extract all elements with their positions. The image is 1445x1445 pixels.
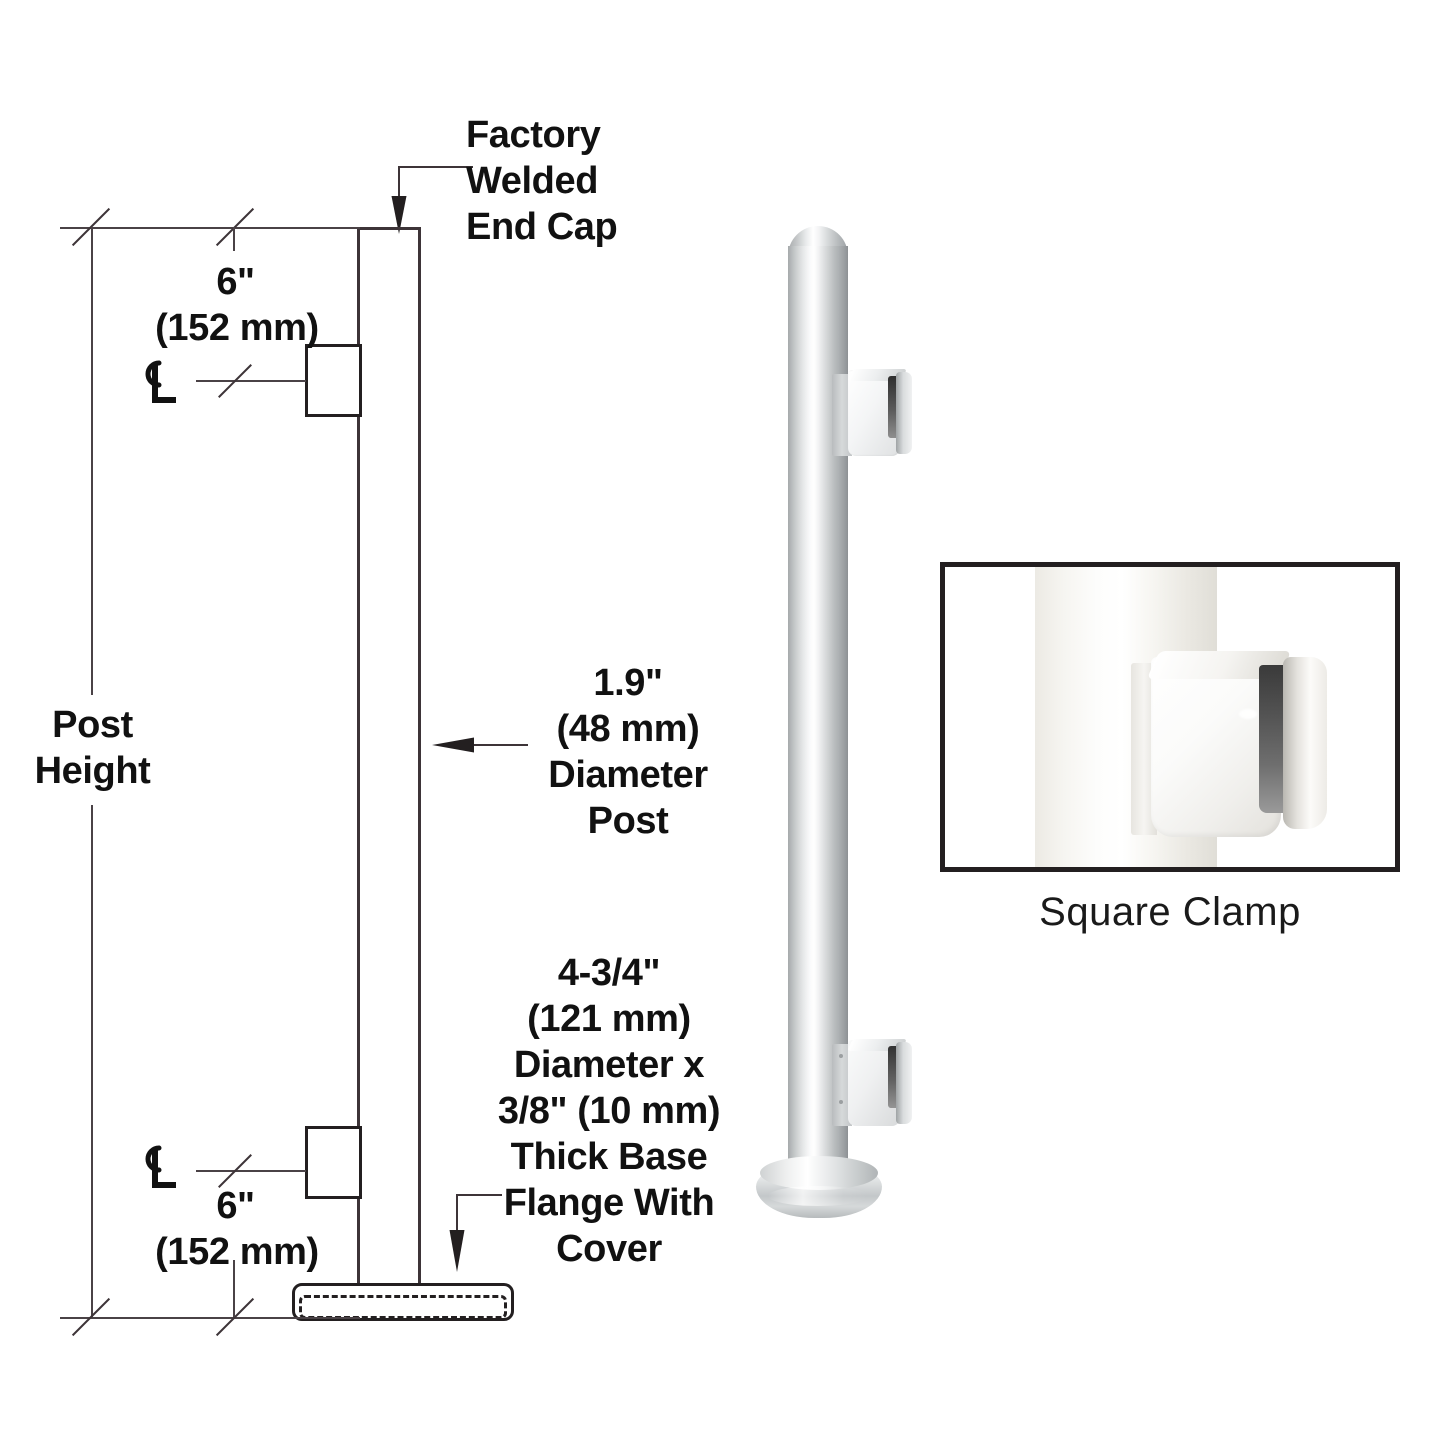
base-plate-hidden-lines <box>299 1295 507 1319</box>
lower-clamp-3d <box>832 1038 918 1130</box>
post-elevation-body <box>357 227 421 1317</box>
arrow-down-icon <box>391 196 407 234</box>
base-flange-callout-label: 4-3/4" (121 mm) Diameter x 3/8" (10 mm) … <box>497 952 721 1270</box>
upper-clamp-jaw <box>896 372 912 454</box>
arrow-left-icon <box>432 737 474 753</box>
bottom-dimension-value: 6" <box>216 1185 255 1227</box>
post-height-label: Post Height <box>34 704 151 792</box>
lower-clamp-elevation <box>305 1126 362 1199</box>
inset-clamp <box>1131 645 1333 847</box>
upper-clamp-elevation <box>305 344 362 417</box>
post-diameter-callout-label: 1.9" (48 mm) Diameter Post <box>548 662 708 842</box>
base-flange-elevation <box>292 1283 514 1321</box>
end-cap-callout-label: Factory Welded End Cap <box>466 114 618 248</box>
bottom-dimension-metric: (152 mm) <box>155 1231 319 1273</box>
base-flange-rim <box>760 1156 878 1190</box>
elevation-drawing: Factory Welded End Cap 6" (152 mm) <box>34 114 721 1337</box>
inset-photo-frame <box>940 562 1400 872</box>
base-flange-highlight <box>768 1186 868 1206</box>
top-dimension-metric: (152 mm) <box>155 307 319 349</box>
inset-clamp-jaw <box>1283 657 1327 829</box>
upper-clamp-saddle <box>832 374 852 456</box>
lower-clamp-jaw <box>896 1042 912 1124</box>
centerline-symbol-bottom <box>145 1145 176 1188</box>
base-flange-3d <box>756 1154 882 1226</box>
top-dimension-value: 6" <box>216 261 255 303</box>
inset-clamp-highlight <box>1239 709 1257 719</box>
upper-clamp-3d <box>832 368 918 460</box>
lower-clamp-saddle <box>832 1044 852 1126</box>
lower-clamp-screw-top <box>839 1054 843 1058</box>
inset-caption: Square Clamp <box>1039 890 1301 934</box>
centerline-symbol-top <box>145 360 176 403</box>
lower-clamp-screw-bottom <box>839 1100 843 1104</box>
arrow-down-icon-flange <box>449 1230 465 1272</box>
post-3d-render <box>740 200 970 1260</box>
square-clamp-inset: Square Clamp <box>940 562 1400 962</box>
